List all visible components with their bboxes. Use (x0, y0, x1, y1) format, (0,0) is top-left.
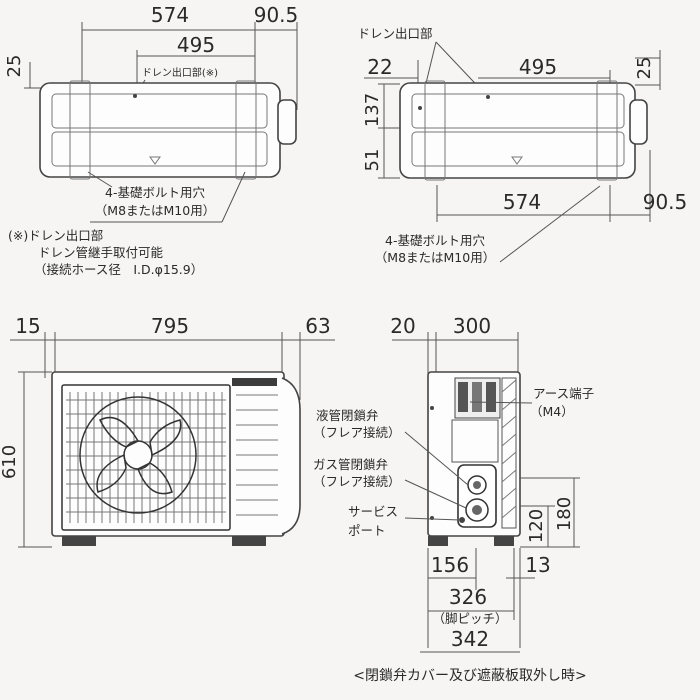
foot-left-right (424, 80, 446, 181)
drain-triangle-icon (149, 156, 161, 165)
drain-outlet-label-right: ドレン出口部 (357, 26, 432, 41)
dim-20: 20 (390, 314, 415, 338)
dim-180: 180 (554, 497, 575, 531)
hatched-panel (501, 377, 517, 529)
dim-90-5-right: 90.5 (643, 190, 688, 214)
bolt-hole-size: （M8またはM10用） (95, 203, 215, 218)
earth-terminal-size: （M4） (530, 404, 574, 419)
bolt-hole-label-right: 4-基礎ボルト用穴 (385, 233, 485, 248)
bolt-hole-size-right: （M8またはM10用） (375, 250, 495, 265)
dim-342: 342 (451, 627, 489, 651)
front-view: 15 795 63 610 (0, 314, 335, 548)
dim-795: 795 (151, 314, 189, 338)
drain-triangle-icon-right (511, 156, 523, 165)
fan-icon (79, 396, 197, 514)
unit-body-top (39, 82, 281, 178)
dim-25-right: 25 (634, 57, 655, 80)
note-line-3: （接続ホース径 I.D.φ15.9） (34, 262, 203, 277)
dim-137: 137 (362, 93, 383, 127)
dim-25: 25 (4, 55, 25, 78)
dim-120: 120 (526, 509, 547, 543)
dim-574-right: 574 (503, 190, 541, 214)
dim-22: 22 (367, 55, 392, 79)
outdoor-unit-front (51, 371, 285, 537)
gas-valve-type: （フレア接続） (313, 474, 401, 489)
side-cover (277, 99, 297, 145)
side-louvers (236, 394, 278, 516)
foot-side-left (428, 536, 448, 546)
dim-13: 13 (525, 553, 550, 577)
internal-panel (451, 419, 499, 463)
foot-front-right (232, 536, 266, 546)
bolt-hole-label: 4-基礎ボルト用穴 (105, 185, 205, 200)
foot-front-left (62, 536, 96, 546)
front-side-cover (281, 377, 301, 535)
dim-326: 326 (449, 585, 487, 609)
liquid-valve-type: （フレア接続） (313, 425, 401, 440)
dim-15: 15 (15, 314, 40, 338)
foot-side-right (494, 536, 514, 546)
dim-495: 495 (177, 33, 215, 57)
foot-right-right (596, 80, 618, 181)
service-port-label-2: ポート (348, 523, 386, 538)
gas-valve-label: ガス管閉鎖弁 (313, 457, 388, 472)
earth-terminal-label: アース端子 (533, 386, 594, 401)
drain-outlet-label: ドレン出口部(※) (142, 66, 218, 79)
side-view-caption: <閉鎖弁カバー及び遮蔽板取外し時> (353, 668, 586, 684)
foot-left (69, 80, 91, 180)
dim-156: 156 (431, 553, 469, 577)
liquid-valve-label: 液管閉鎖弁 (316, 408, 379, 423)
side-view: 20 300 アース端子 （M4） (313, 314, 594, 684)
service-port-icon (459, 517, 465, 523)
dim-90-5: 90.5 (254, 3, 299, 27)
top-right-view: ドレン出口部 22 495 25 137 51 574 (357, 26, 687, 265)
dim-495-right: 495 (519, 55, 557, 79)
dim-574: 574 (151, 3, 189, 27)
drain-outlet-marker (133, 94, 137, 98)
dim-51: 51 (362, 149, 383, 172)
leg-pitch-label: （脚ピッチ） (432, 611, 507, 626)
note-line-1: (※)ドレン出口部 (8, 228, 103, 243)
fan-grille (61, 384, 231, 531)
dim-63: 63 (305, 314, 330, 338)
grille-lines (66, 392, 226, 523)
brand-plate (232, 378, 277, 386)
note-line-2: ドレン管継手取付可能 (38, 245, 164, 260)
side-cover-right (629, 99, 648, 145)
foot-right (235, 80, 257, 180)
drain-note: (※)ドレン出口部 ドレン管継手取付可能 （接続ホース径 I.D.φ15.9） (8, 228, 203, 277)
top-left-view: 574 90.5 495 25 ドレン出口部(※) 4-基礎ボルト用穴 （M8ま… (4, 3, 299, 223)
dim-300: 300 (453, 314, 491, 338)
service-port-label: サービス (348, 504, 398, 519)
dim-610: 610 (0, 445, 20, 479)
